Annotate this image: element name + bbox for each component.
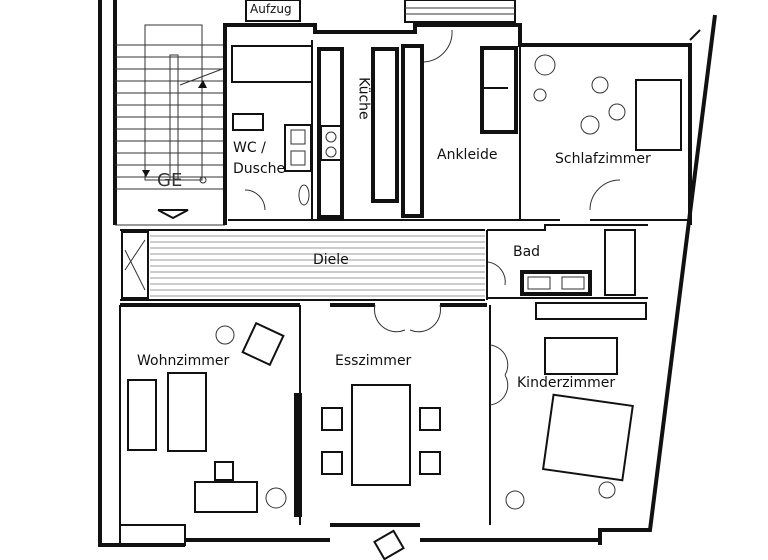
label-wc-line2: Dusche — [233, 161, 286, 177]
label-living-room: Wohnzimmer — [137, 353, 230, 369]
kitchen-counters — [317, 44, 424, 219]
wc-fixtures — [231, 45, 313, 211]
label-dressing-room: Ankleide — [437, 147, 498, 163]
label-staircase: GE — [157, 170, 183, 191]
label-elevator: Aufzug — [250, 2, 292, 16]
label-dining-room: Esszimmer — [335, 353, 412, 369]
label-wc-line1: WC / — [233, 140, 266, 156]
bedroom-furniture — [533, 54, 682, 211]
bathroom-fixtures — [486, 224, 648, 320]
outer-walls — [98, 0, 717, 547]
label-childrens-room: Kinderzimmer — [517, 375, 616, 391]
elevator — [245, 0, 301, 22]
hallway — [120, 229, 506, 301]
label-bathroom: Bad — [513, 244, 541, 260]
dining-table — [321, 384, 441, 560]
staircase — [115, 24, 226, 226]
balcony-top — [404, 0, 516, 23]
living-room-furniture — [127, 321, 302, 517]
label-hallway: Diele — [313, 252, 349, 268]
label-bedroom: Schlafzimmer — [555, 151, 651, 167]
wardrobe — [423, 29, 518, 134]
childrens-room-furniture — [505, 337, 634, 510]
label-kitchen: Küche — [355, 77, 372, 120]
